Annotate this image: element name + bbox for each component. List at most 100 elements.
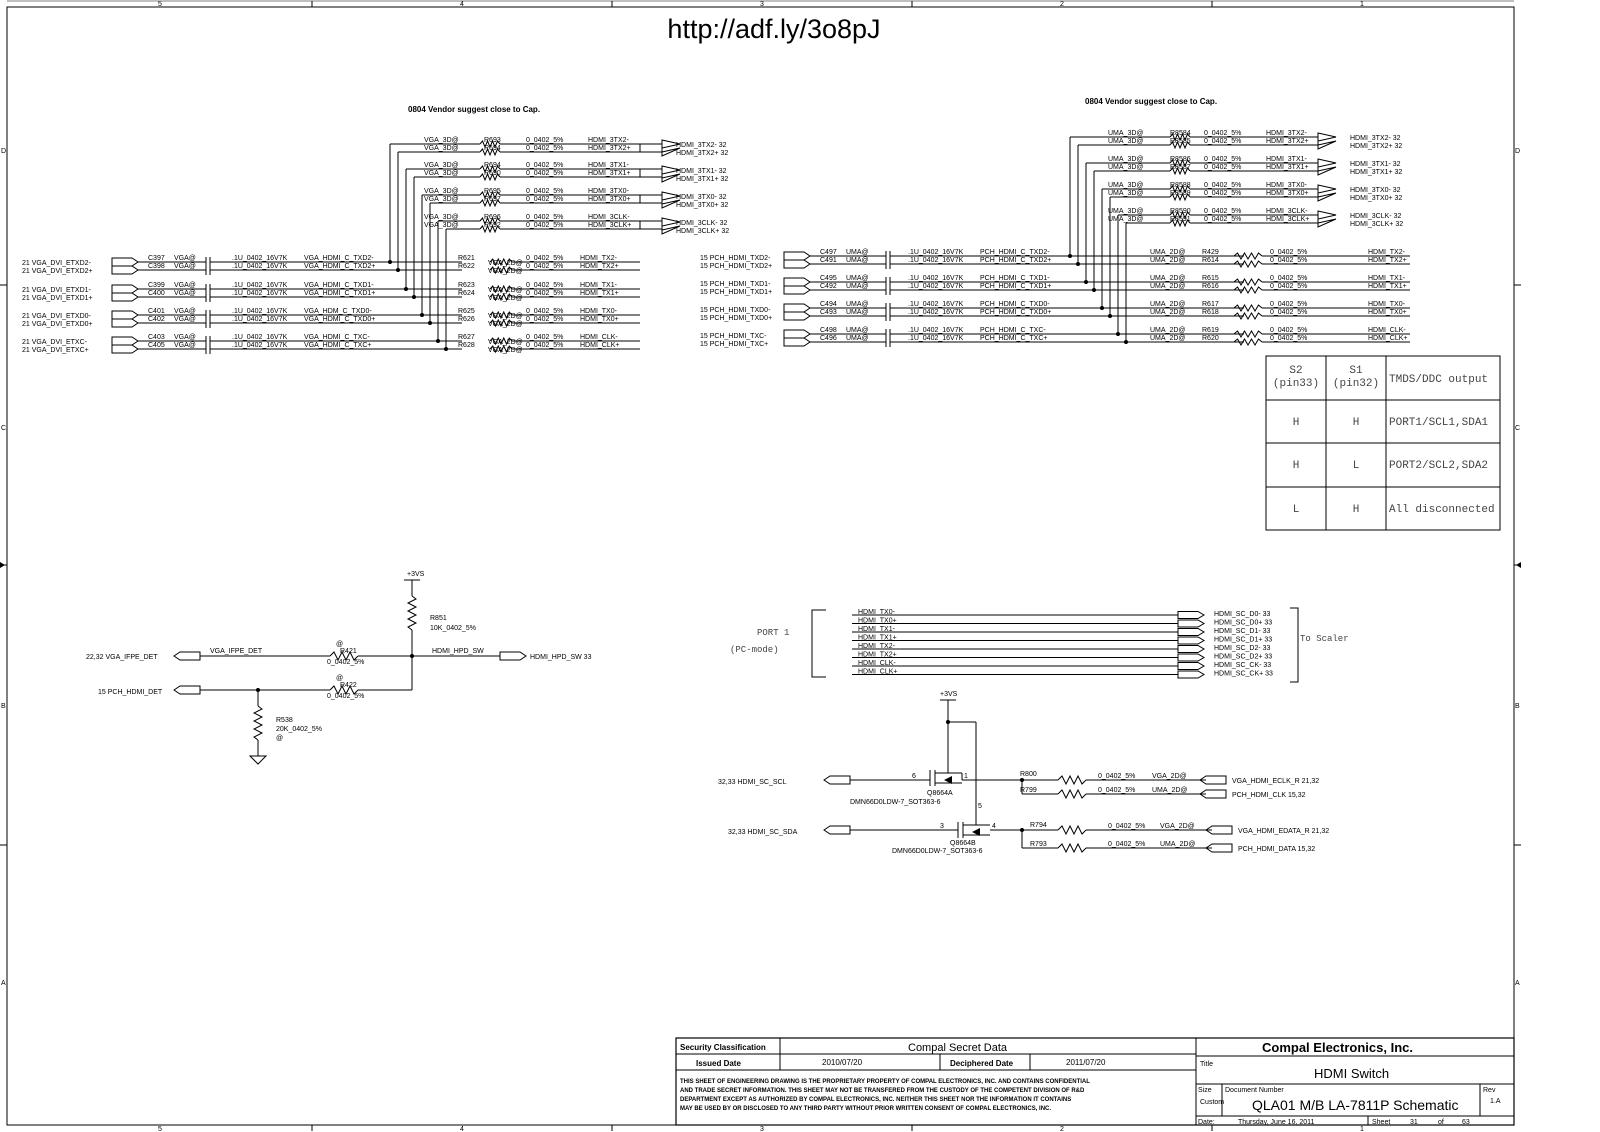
- r538-value: 20K_0402_5%: [276, 726, 322, 733]
- resistor-2d-label: R628: [458, 342, 475, 349]
- zone-right-c: C: [1515, 425, 1520, 432]
- resistor-3d-option: VGA_3D@: [424, 222, 459, 229]
- input-port-flag: [783, 259, 811, 269]
- hdmi-3d-output: HDMI_3TX1+ 32: [676, 176, 728, 183]
- q8664b-transistor: [950, 808, 990, 838]
- hdmi-3d-output: HDMI_3TX0+ 32: [676, 202, 728, 209]
- r794-value: 0_0402_5%: [1108, 823, 1145, 830]
- zone-bottom-4: 4: [460, 1126, 464, 1132]
- capacitor-label: C493: [820, 309, 837, 316]
- capacitor-label: C495: [820, 275, 837, 282]
- capacitor-value: .1U_0402_16V7K: [908, 335, 964, 342]
- r800-resistor: [1057, 774, 1087, 786]
- security-value: Compal Secret Data: [908, 1042, 1008, 1054]
- resistor-3d-option: UMA_3D@: [1108, 182, 1144, 189]
- resistor-2d-option: UMA_2D@: [1150, 283, 1186, 290]
- hdmi-3d-net: HDMI_3TX1-: [588, 162, 630, 169]
- hdmi-3d-output: HDMI_3TX2- 32: [1350, 135, 1401, 142]
- resistor-3d-label: R693: [484, 137, 501, 144]
- pch-net-label: PCH_HDMI_C_TXC-: [980, 327, 1046, 334]
- hdmi-net-label: HDMI_TX1+: [580, 290, 619, 297]
- resistor-3d: [1169, 210, 1191, 220]
- url-banner[interactable]: http://adf.ly/3o8pJ: [667, 14, 881, 44]
- vga-net-label: VGA_HDMI_C_TXD2+: [304, 263, 375, 270]
- hdmi-net-label: HDMI_CLK-: [580, 334, 618, 341]
- input-port-flag: [111, 310, 139, 320]
- r421-value: 0_0402_5%: [327, 659, 364, 666]
- resistor-3d: [479, 198, 501, 208]
- table-header-0-pin: (pin33): [1273, 378, 1319, 390]
- port-input-net: HDMI_TX2-: [858, 643, 896, 650]
- r421-resistor: [329, 650, 359, 662]
- scaler-output: HDMI_SC_D2+ 33: [1214, 654, 1272, 661]
- pch-clk-out: PCH_HDMI_CLK 15,32: [1232, 792, 1306, 799]
- output-port-flag: [1317, 158, 1337, 176]
- capacitor-option: UMA@: [846, 309, 869, 316]
- output-port-flag: [1177, 670, 1205, 679]
- capacitor-option: VGA@: [174, 342, 196, 349]
- r799-opt: UMA_2D@: [1152, 787, 1188, 794]
- resistor-2d-value: 0_0402_5%: [1270, 327, 1307, 334]
- resistor-3d-label: R690: [484, 170, 501, 177]
- resistor-3d: [1169, 132, 1191, 142]
- hdmi-3d-output: HDMI_3CLK- 32: [1350, 213, 1401, 220]
- resistor-2d-label: R620: [1202, 335, 1219, 342]
- resistor-2d-label: R627: [458, 334, 475, 341]
- capacitor-label: C400: [148, 290, 165, 297]
- hdmi-3d-net: HDMI_3TX0-: [1266, 182, 1308, 189]
- hdmi-net-label: HDMI_TX2-: [580, 255, 618, 262]
- capacitor-option: UMA@: [846, 335, 869, 342]
- scaler-output: HDMI_SC_CK- 33: [1214, 662, 1271, 669]
- zone-left-b: B: [1, 703, 6, 710]
- r793-value: 0_0402_5%: [1108, 841, 1145, 848]
- resistor-2d-option: UMA_2D@: [1150, 301, 1186, 308]
- r793-resistor: [1057, 842, 1087, 854]
- r800-label: R800: [1020, 771, 1037, 778]
- resistor-2d-option: VGA_2D@: [488, 287, 523, 294]
- input-port-flag: [783, 303, 811, 313]
- border-labels: 5 4 3 2 1 5 4 3 2 1 D C B A D C B A: [1, 1, 1520, 1132]
- r422-value: 0_0402_5%: [327, 693, 364, 700]
- hdmi-net-label: HDMI_TX0-: [1368, 301, 1406, 308]
- zone-left-d: D: [1, 148, 6, 155]
- resistor-3d-value: 0_0402_5%: [526, 196, 563, 203]
- resistor-2d-value: 0_0402_5%: [526, 282, 563, 289]
- resistor-3d-option: UMA_3D@: [1108, 156, 1144, 163]
- resistor-2d: [489, 257, 513, 267]
- table-cell: H: [1353, 417, 1360, 429]
- document-number: QLA01 M/B LA-7811P Schematic: [1252, 1097, 1458, 1113]
- table-header-2: TMDS/DDC output: [1389, 374, 1488, 386]
- capacitor-option: VGA@: [174, 308, 196, 315]
- resistor-3d: [479, 190, 501, 200]
- resistor-3d-label: R8590: [1170, 208, 1191, 215]
- hdmi-3d-net: HDMI_3TX0+: [1266, 190, 1309, 197]
- disclaimer-line-4: MAY BE USED BY OR DISCLOSED TO ANY THIRD…: [680, 1106, 1051, 1112]
- port1-block: PORT 1 (PC-mode) To Scaler HDMI_TX0-HDMI…: [730, 607, 1349, 683]
- r422-resistor: [329, 684, 359, 696]
- resistor-2d: [489, 292, 513, 302]
- resistor-2d-value: 0_0402_5%: [1270, 257, 1307, 264]
- q-a-pin1: 1: [964, 773, 968, 780]
- capacitor-value: .1U_0402_16V7K: [908, 309, 964, 316]
- resistor-3d-option: UMA_3D@: [1108, 164, 1144, 171]
- hdmi-3d-net: HDMI_3TX0+: [588, 196, 631, 203]
- resistor-3d: [1169, 184, 1191, 194]
- date-label: Date:: [1198, 1119, 1215, 1126]
- zone-bottom-5: 5: [158, 1126, 162, 1132]
- issued-value: 2010/07/20: [822, 1058, 863, 1067]
- vendor-note-left: 0804 Vendor suggest close to Cap.: [408, 105, 540, 114]
- resistor-2d-value: 0_0402_5%: [526, 308, 563, 315]
- resistor-3d: [479, 147, 501, 157]
- resistor-2d-label: R625: [458, 308, 475, 315]
- hdmi-3d-net: HDMI_3CLK-: [588, 214, 630, 221]
- resistor-3d: [1169, 192, 1191, 202]
- resistor-3d-label: R692: [484, 222, 501, 229]
- zone-bottom-2: 2: [1060, 1126, 1064, 1132]
- table-cell: L: [1353, 460, 1360, 472]
- resistor-2d-label: R621: [458, 255, 475, 262]
- output-port-flag: [1317, 132, 1337, 150]
- capacitor-value: .1U_0402_16V7K: [232, 290, 288, 297]
- capacitor-label: C403: [148, 334, 165, 341]
- zone-top-2: 2: [1060, 1, 1064, 8]
